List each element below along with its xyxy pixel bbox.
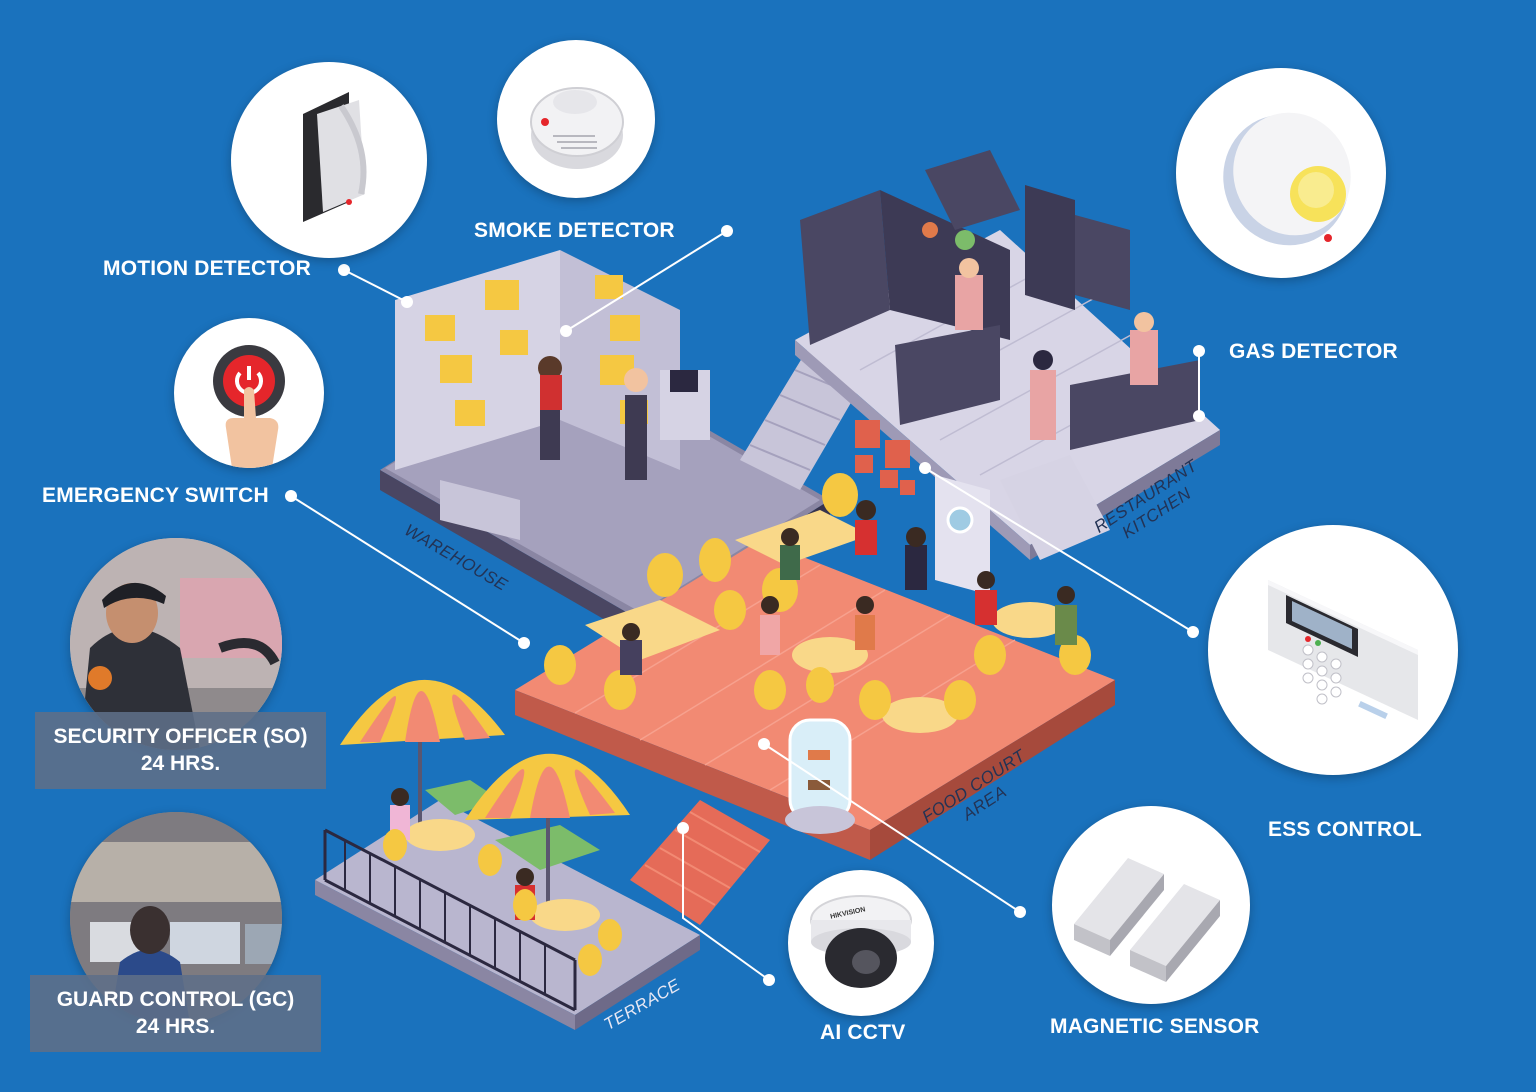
ess-control-label: ESS CONTROL — [1268, 818, 1422, 841]
gas-detector-circle — [1176, 68, 1386, 278]
terrace-scene — [315, 679, 700, 1030]
magnetic-sensor-label: MAGNETIC SENSOR — [1050, 1015, 1260, 1038]
leader-lines — [285, 225, 1205, 986]
smoke-detector-icon — [530, 87, 624, 169]
ess-control-panel-icon — [1268, 580, 1418, 720]
food-court-scene — [515, 473, 1115, 860]
security-officer-hours: 24 HRS. — [140, 752, 221, 775]
guard-control-label: GUARD CONTROL (GC) 24 HRS. — [30, 975, 321, 1052]
guard-control-title: GUARD CONTROL (GC) — [56, 988, 295, 1011]
ai-cctv-circle: HIKVISION — [788, 870, 934, 1016]
motion-detector-label: MOTION DETECTOR — [103, 257, 311, 280]
smoke-detector-circle — [497, 40, 655, 198]
security-officer-title: SECURITY OFFICER (SO) — [53, 725, 308, 748]
gas-detector-icon — [1223, 112, 1351, 246]
smoke-detector-label: SMOKE DETECTOR — [474, 219, 675, 242]
ai-cctv-label: AI CCTV — [820, 1021, 906, 1044]
emergency-switch-circle — [174, 318, 324, 468]
cctv-camera-icon — [810, 895, 912, 988]
security-officer-label: SECURITY OFFICER (SO) 24 HRS. — [35, 712, 326, 789]
emergency-button-icon — [213, 345, 285, 468]
motion-detector-icon — [303, 92, 367, 222]
motion-detector-circle — [231, 62, 427, 258]
magnetic-sensor-icon — [1074, 858, 1220, 982]
gas-detector-label: GAS DETECTOR — [1229, 340, 1398, 363]
magnetic-sensor-circle — [1052, 806, 1250, 1004]
kitchen-scene — [795, 150, 1220, 560]
ess-control-circle — [1208, 525, 1458, 775]
emergency-switch-label: EMERGENCY SWITCH — [42, 484, 269, 507]
guard-control-hours: 24 HRS. — [135, 1015, 216, 1038]
